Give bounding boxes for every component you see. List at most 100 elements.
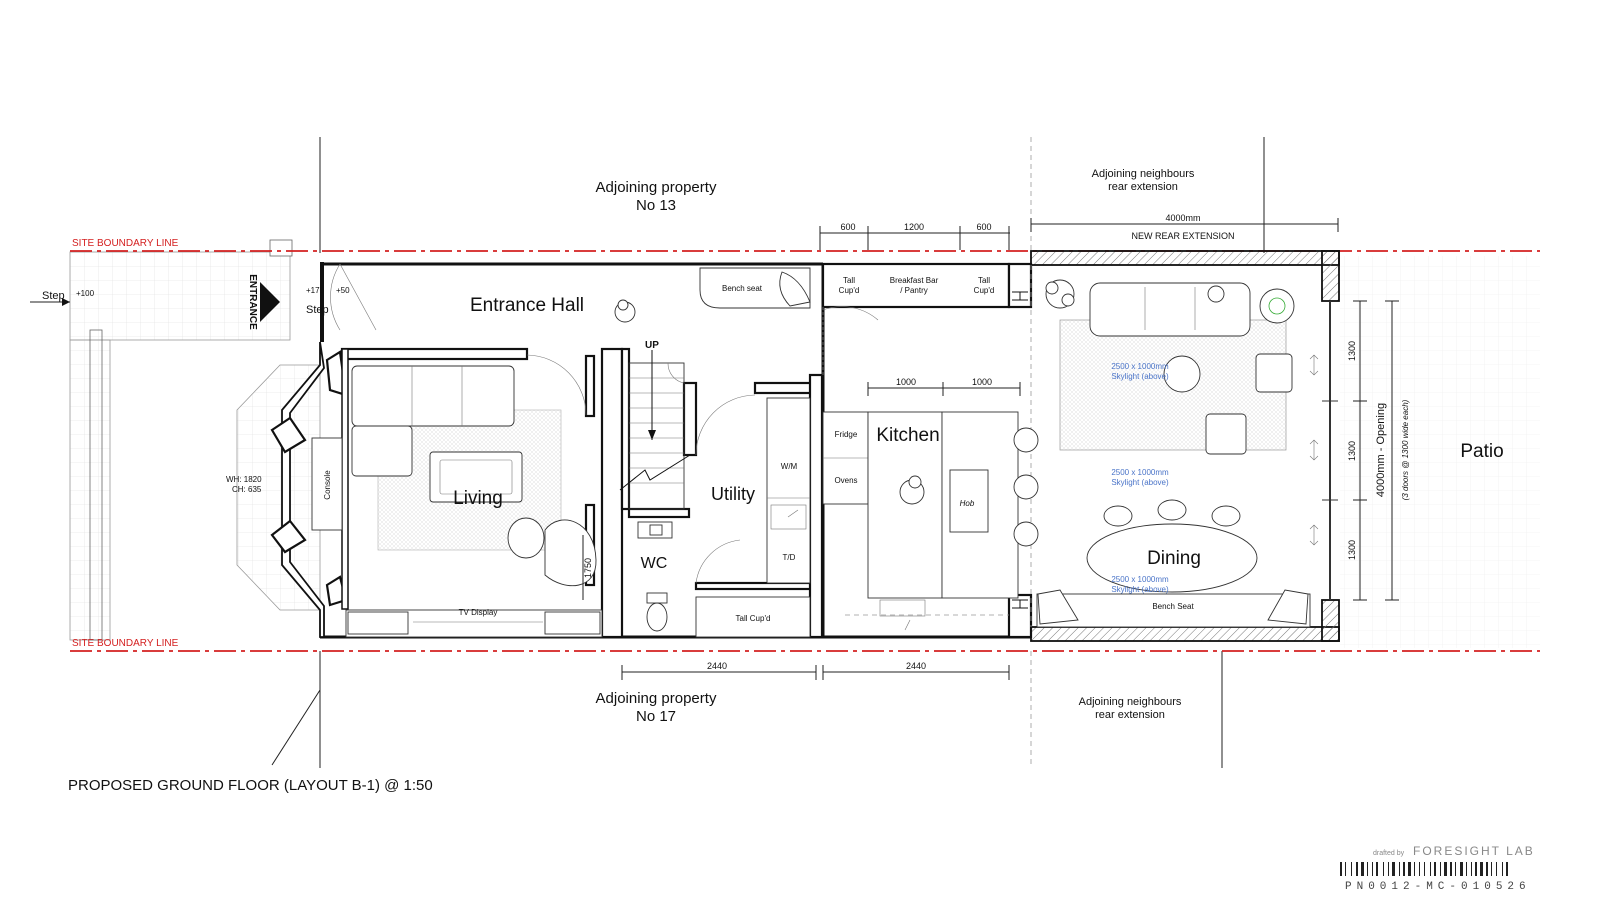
dimension-label: 1200 <box>904 222 924 232</box>
barcode-bar <box>1434 862 1436 876</box>
barcode-bar <box>1367 862 1368 876</box>
tall-cupboard-label: Tall <box>978 276 990 285</box>
barcode-bar <box>1466 862 1467 876</box>
brand-label: FORESIGHT LAB <box>1413 844 1535 858</box>
patio-paving <box>1340 256 1540 648</box>
neighbours-label: rear extension <box>1108 181 1178 193</box>
barcode-bar <box>1430 862 1431 876</box>
extension-walls <box>1030 250 1340 642</box>
barcode-bar <box>1372 862 1373 876</box>
drawing-title: PROPOSED GROUND FLOOR (LAYOUT B-1) @ 1:5… <box>68 777 433 794</box>
opening-label: 4000mm - Opening <box>1375 403 1387 497</box>
skylight-note: Skylight (above) <box>1111 372 1169 381</box>
step-label: Step <box>306 304 329 316</box>
barcode-bar <box>1345 862 1346 876</box>
step-level: +170 <box>306 286 325 295</box>
neighbours-label: rear extension <box>1095 709 1165 721</box>
annotations: SITE BOUNDARY LINE SITE BOUNDARY LINE Ad… <box>42 168 1535 893</box>
neighbours-label: Adjoining neighbours <box>1079 696 1182 708</box>
console-label: Console <box>323 470 332 500</box>
barcode-bar <box>1414 862 1415 876</box>
extension-furniture <box>1036 279 1319 628</box>
dimension-lines <box>582 218 1399 680</box>
barcode-bar <box>1408 862 1411 876</box>
washing-machine-label: W/M <box>781 462 798 471</box>
site-boundary-label: SITE BOUNDARY LINE <box>72 638 179 649</box>
opening-note: (3 doors @ 1300 wide each) <box>1401 399 1410 500</box>
drafted-by-label: drafted by <box>1373 850 1405 857</box>
tall-cupboard-label: Cup'd <box>839 286 860 295</box>
skylight-size: 2500 x 1000mm <box>1111 468 1169 477</box>
dimension-label: 600 <box>976 222 991 232</box>
barcode-bar <box>1480 862 1483 876</box>
tv-display-label: TV Display <box>459 608 498 617</box>
kitchen-fittings <box>822 411 1039 631</box>
dimension-label: 1300 <box>1347 341 1357 361</box>
dimension-label: 4000mm <box>1165 213 1200 223</box>
barcode-bar <box>1361 862 1364 876</box>
stair-up-label: UP <box>645 340 659 351</box>
dimension-label: 2440 <box>906 661 926 671</box>
barcode-bar <box>1455 862 1456 876</box>
hob-label: Hob <box>960 499 975 508</box>
step-level: +100 <box>76 289 95 298</box>
tumble-dryer-label: T/D <box>783 553 796 562</box>
dimension-label: 1300 <box>1347 441 1357 461</box>
site-boundary-label: SITE BOUNDARY LINE <box>72 238 179 249</box>
neighbour-lines <box>271 137 1265 768</box>
dimension-label: 1750 <box>583 558 593 578</box>
barcode-bar <box>1351 862 1352 876</box>
neighbours-label: Adjoining neighbours <box>1092 168 1195 180</box>
barcode <box>1340 862 1508 876</box>
room-kitchen: Kitchen <box>876 425 939 446</box>
house-walls <box>270 262 1033 639</box>
drawing-code: PN0012-MC-010526 <box>1345 881 1531 893</box>
dimension-label: 600 <box>840 222 855 232</box>
barcode-bar <box>1440 862 1441 876</box>
skylight-note: Skylight (above) <box>1111 478 1169 487</box>
door-swings <box>330 263 879 584</box>
window-height-label: WH: 1820 <box>226 475 262 484</box>
step-level: +50 <box>336 286 350 295</box>
barcode-bar <box>1460 862 1463 876</box>
room-wc: WC <box>641 555 668 572</box>
barcode-bar <box>1471 862 1472 876</box>
entrance-label: ENTRANCE <box>247 274 258 330</box>
staircase <box>619 350 691 510</box>
barcode-bar <box>1392 862 1395 876</box>
room-dining: Dining <box>1147 548 1201 569</box>
adjoining-property-number: No 13 <box>636 197 676 214</box>
barcode-bar <box>1475 862 1477 876</box>
entrance-arrow <box>260 282 280 322</box>
room-patio: Patio <box>1460 441 1503 462</box>
barcode-bar <box>1399 862 1400 876</box>
step-label: Step <box>42 290 65 302</box>
adjoining-property-number: No 17 <box>636 708 676 725</box>
fridge-label: Fridge <box>835 430 858 439</box>
barcode-bar <box>1356 862 1358 876</box>
barcode-bar <box>1496 862 1497 876</box>
barcode-bar <box>1403 862 1405 876</box>
dimension-label: 2440 <box>707 661 727 671</box>
barcode-bar <box>1450 862 1452 876</box>
dimension-label: 1000 <box>896 377 916 387</box>
new-rear-extension-label: NEW REAR EXTENSION <box>1131 231 1234 241</box>
front-path <box>30 239 321 641</box>
bench-seat-label: Bench Seat <box>1152 602 1194 611</box>
barcode-bar <box>1419 862 1420 876</box>
skylight-size: 2500 x 1000mm <box>1111 362 1169 371</box>
barcode-bar <box>1444 862 1447 876</box>
barcode-bar <box>1506 862 1508 876</box>
skylight-size: 2500 x 1000mm <box>1111 575 1169 584</box>
adjoining-property-label: Adjoining property <box>596 179 717 196</box>
barcode-bar <box>1376 862 1378 876</box>
barcode-bar <box>1340 862 1342 876</box>
room-utility: Utility <box>711 484 755 504</box>
ovens-label: Ovens <box>834 476 857 485</box>
room-living: Living <box>453 488 503 509</box>
barcode-bar <box>1388 862 1389 876</box>
tall-cupboard-label: Tall <box>843 276 855 285</box>
adjoining-property-label: Adjoining property <box>596 690 717 707</box>
barcode-bar <box>1491 862 1492 876</box>
